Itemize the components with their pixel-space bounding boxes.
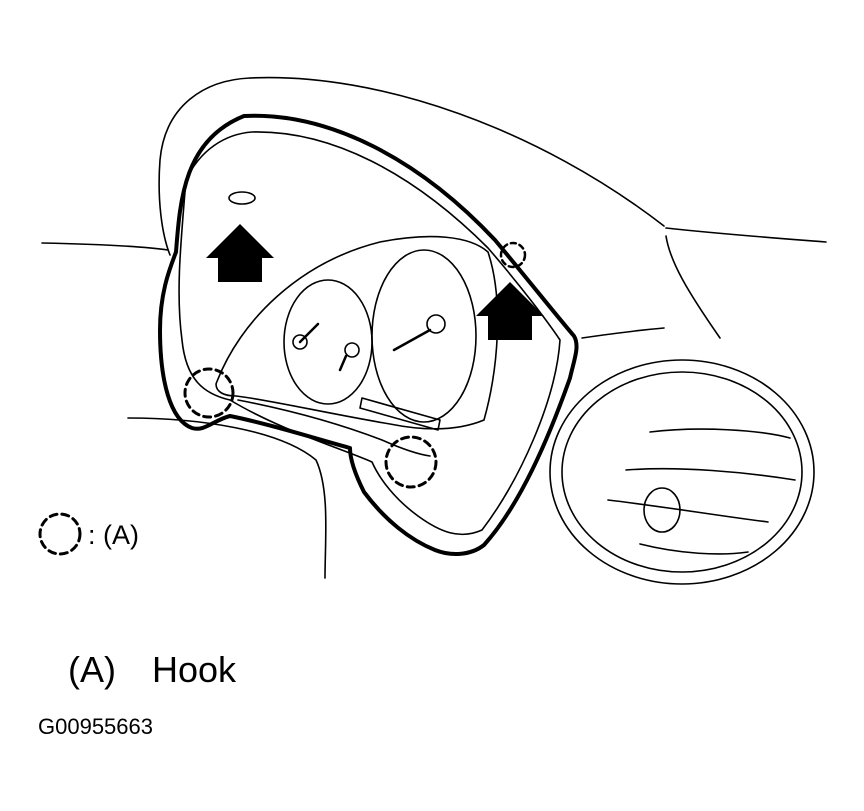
legend-label: Hook — [152, 649, 237, 690]
vent-knob — [643, 487, 681, 533]
air-vent — [549, 359, 815, 585]
small-gauge-needle-left — [298, 322, 320, 344]
legend-key: (A) — [68, 649, 116, 690]
dashboard-outline — [41, 76, 827, 579]
small-gauge-needle-right — [338, 354, 348, 372]
up-arrow-icon — [476, 282, 544, 340]
meter-housing-inner — [178, 131, 561, 536]
large-gauge-hub — [426, 314, 446, 334]
up-arrow-icon — [206, 224, 274, 282]
indicator-slot — [359, 397, 441, 431]
symbol-legend-label: : (A) — [88, 520, 139, 550]
small-gauge — [283, 279, 373, 405]
meter-housing-outline — [158, 113, 579, 556]
cover-hole — [228, 191, 256, 205]
hook-marker-top-icon — [499, 241, 527, 269]
meter-window — [215, 235, 499, 430]
figure-id: G00955663 — [38, 714, 153, 739]
instrument-panel-diagram — [38, 76, 827, 585]
hook-marker-left-icon — [183, 367, 235, 419]
small-gauge-hub-right — [344, 342, 360, 358]
small-gauge-hub-left — [292, 334, 308, 350]
housing-ledge — [237, 399, 431, 457]
hook-marker-bottom-icon — [384, 435, 438, 489]
legend-item: (A) Hook — [68, 648, 236, 692]
large-gauge-needle — [392, 328, 432, 352]
large-gauge — [371, 249, 477, 423]
legend-dashed-circle-icon — [38, 512, 82, 556]
